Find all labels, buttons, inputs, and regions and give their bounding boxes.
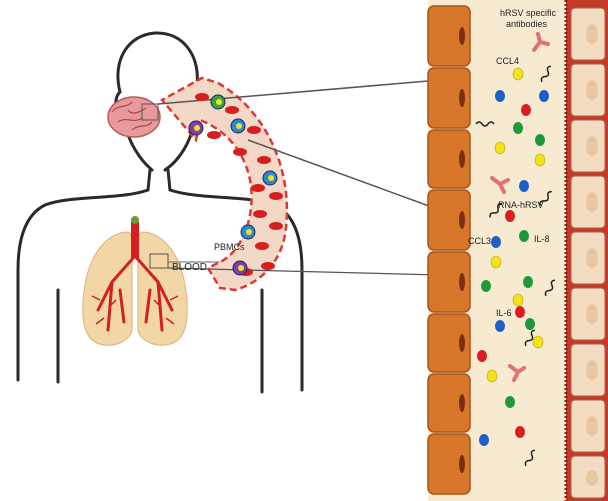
il6-label: IL-6 [496, 308, 512, 318]
ccl3-label: CCL3 [468, 236, 491, 246]
pbmcs-label: PBMCs [214, 242, 245, 252]
brain-icon [108, 97, 160, 137]
antibodies-label-line2: antibodies [506, 19, 548, 29]
red-blood-cell-icon [247, 126, 261, 134]
ccl4-label: CCL4 [496, 56, 519, 66]
il8-label: IL-8 [534, 234, 550, 244]
pbmc-cell-icon [211, 95, 225, 109]
red-blood-cell-icon [269, 222, 283, 230]
pbmc-cell-icon [241, 225, 255, 239]
red-blood-cell-icon [269, 192, 283, 200]
red-blood-cell-icon [261, 262, 275, 270]
pbmc-cell-icon [233, 261, 247, 275]
tissue-panel: hRSV specific antibodies CCL4 RNA-hRSV C… [428, 0, 608, 501]
red-blood-cell-icon [195, 93, 209, 101]
pbmc-cell-icon [231, 119, 245, 133]
orange-cell-column [428, 6, 470, 494]
red-blood-cell-icon [225, 106, 239, 114]
red-blood-cell-icon [257, 156, 271, 164]
pbmc-cell-icon [189, 121, 203, 135]
blood-label: BLOOD [172, 262, 207, 273]
red-blood-cell-icon [233, 148, 247, 156]
rna-hrsv-label: RNA-hRSV [498, 200, 544, 210]
antibodies-label: hRSV specific [500, 8, 557, 18]
pbmc-cell-icon [263, 171, 277, 185]
lungs-icon [83, 216, 187, 345]
right-cell-column [566, 0, 608, 501]
red-blood-cell-icon [253, 210, 267, 218]
red-blood-cell-icon [255, 242, 269, 250]
red-blood-cell-icon [251, 184, 265, 192]
red-blood-cell-icon [207, 131, 221, 139]
